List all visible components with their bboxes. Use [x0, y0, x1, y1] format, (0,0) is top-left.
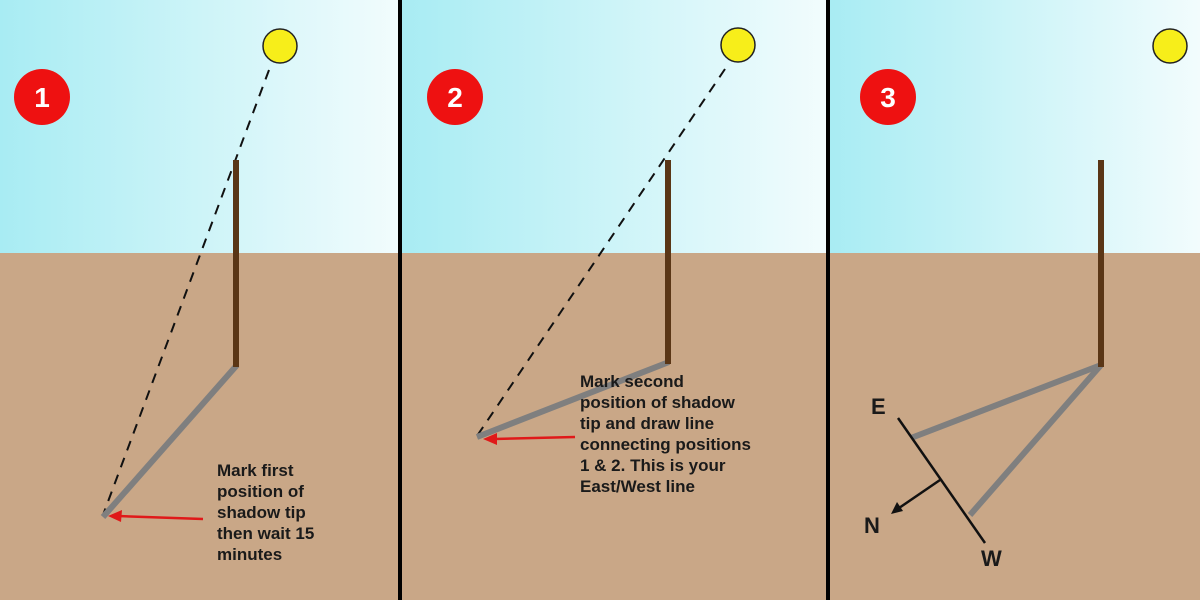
compass-west-label: W [981, 546, 1002, 571]
sky [0, 0, 400, 253]
sky [400, 0, 828, 253]
arrow-head-icon [483, 433, 497, 445]
panel-3: 3 [828, 0, 1200, 600]
sun-icon [720, 27, 756, 63]
panel-2: 2 [400, 0, 828, 600]
step-badge [427, 69, 483, 125]
panel-divider [398, 0, 402, 600]
step-number: 1 [34, 82, 50, 113]
compass-north-label: N [864, 513, 880, 538]
north-arrow-icon [891, 502, 903, 514]
arrow-head-icon [108, 510, 122, 522]
sun-ray-dashed-line [102, 69, 270, 516]
sun-ray-dashed-line [476, 68, 726, 437]
ground [400, 253, 828, 600]
shadow-line [100, 363, 240, 519]
pointer-arrow-line [117, 514, 204, 521]
shadow-line-west [967, 363, 1104, 517]
sky [828, 0, 1200, 253]
step-badge [14, 69, 70, 125]
sun-icon [1152, 28, 1188, 64]
sun-icon [262, 28, 298, 64]
east-west-line [896, 417, 987, 544]
step-number: 3 [880, 82, 896, 113]
compass-east-label: E [871, 394, 886, 419]
step-badge [860, 69, 916, 125]
shadow-line [475, 359, 671, 440]
ground [828, 253, 1200, 600]
step-2-caption: Mark second position of shadow tip and d… [580, 372, 751, 496]
panel-divider [826, 0, 830, 600]
ground [0, 253, 400, 600]
shadow-line-east [909, 362, 1103, 441]
panel-1: 1 [0, 0, 400, 600]
step-number: 2 [447, 82, 463, 113]
step-1-caption: Mark first position of shadow tip then w… [217, 461, 315, 564]
pointer-arrow-line [493, 435, 576, 441]
north-line [898, 478, 941, 510]
